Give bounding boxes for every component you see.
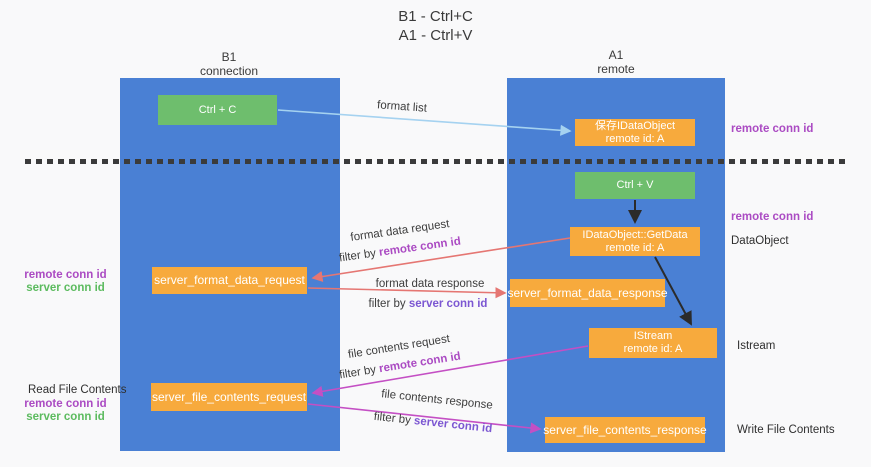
node-saved-idataobject: 保存IDataObject remote id: A (575, 119, 695, 146)
saved-idataobject-line2: remote id: A (605, 132, 665, 145)
right-column-header: A1 remote (507, 48, 725, 76)
left-column-name: B1 (221, 50, 237, 64)
right-column-name: A1 (608, 48, 624, 62)
ctrl-v-label: Ctrl + V (616, 179, 654, 191)
label-filter-by-server-2: filter by server conn id (373, 411, 493, 435)
server-file-contents-request-label: server_file_contents_request (151, 389, 307, 404)
node-server-file-contents-request: server_file_contents_request (151, 383, 307, 411)
annotation-conn-ids-format: remote conn id server conn id (18, 269, 113, 295)
annotation-write-file-contents: Write File Contents (737, 424, 835, 436)
filter-by-text: filter by (373, 410, 412, 427)
annotation-conn-ids-file: remote conn id server conn id (18, 398, 113, 424)
label-file-contents-response: file contents response (380, 388, 494, 412)
getdata-line1: IDataObject::GetData (582, 228, 688, 241)
remote-conn-id-text: remote conn id (24, 269, 107, 281)
saved-idataobject-line1: 保存IDataObject (594, 119, 676, 132)
label-format-list: format list (376, 99, 428, 115)
annotation-read-file-contents: Read File Contents (28, 384, 127, 396)
node-server-format-data-request: server_format_data_request (152, 267, 307, 294)
label-format-data-response: format data response (375, 278, 485, 290)
node-server-format-data-response: server_format_data_response (507, 279, 668, 307)
annotation-dataobject: DataObject (731, 235, 789, 247)
node-istream: IStream remote id: A (589, 328, 717, 358)
server-conn-id-text: server conn id (26, 411, 105, 423)
getdata-line2: remote id: A (605, 241, 665, 254)
server-file-contents-response-label: server_file_contents_response (543, 422, 707, 437)
node-idataobject-getdata: IDataObject::GetData remote id: A (570, 227, 700, 256)
right-column-role: remote (597, 62, 635, 76)
istream-line2: remote id: A (623, 343, 683, 355)
annotation-remote-conn-id-top: remote conn id (731, 123, 814, 135)
label-filter-by-server-1: filter by server conn id (369, 298, 488, 310)
diagram-title: B1 - Ctrl+C A1 - Ctrl+V (0, 7, 871, 45)
filter-by-text: filter by (338, 363, 377, 382)
title-line-a1: A1 - Ctrl+V (398, 27, 473, 44)
node-server-file-contents-response: server_file_contents_response (543, 417, 707, 443)
filter-by-text: filter by (368, 298, 406, 310)
ctrl-c-label: Ctrl + C (198, 103, 237, 116)
server-conn-id-text: server conn id (408, 298, 488, 310)
remote-conn-id-text: remote conn id (378, 235, 462, 259)
left-column-role: connection (199, 64, 259, 78)
node-ctrl-v: Ctrl + V (575, 172, 695, 199)
annotation-remote-conn-id-mid: remote conn id (731, 211, 814, 223)
left-column-header: B1 connection (119, 50, 339, 78)
server-format-data-response-label: server_format_data_response (507, 285, 668, 300)
copy-paste-separator-dashed-line (25, 159, 845, 164)
server-format-data-request-label: server_format_data_request (154, 273, 305, 287)
istream-line1: IStream (633, 330, 673, 342)
title-line-b1: B1 - Ctrl+C (398, 8, 473, 25)
annotation-istream: Istream (737, 340, 776, 352)
filter-by-text: filter by (338, 247, 377, 265)
server-conn-id-text: server conn id (413, 415, 493, 436)
server-conn-id-text: server conn id (26, 282, 105, 294)
remote-conn-id-text: remote conn id (24, 398, 107, 410)
node-ctrl-c: Ctrl + C (158, 95, 277, 125)
